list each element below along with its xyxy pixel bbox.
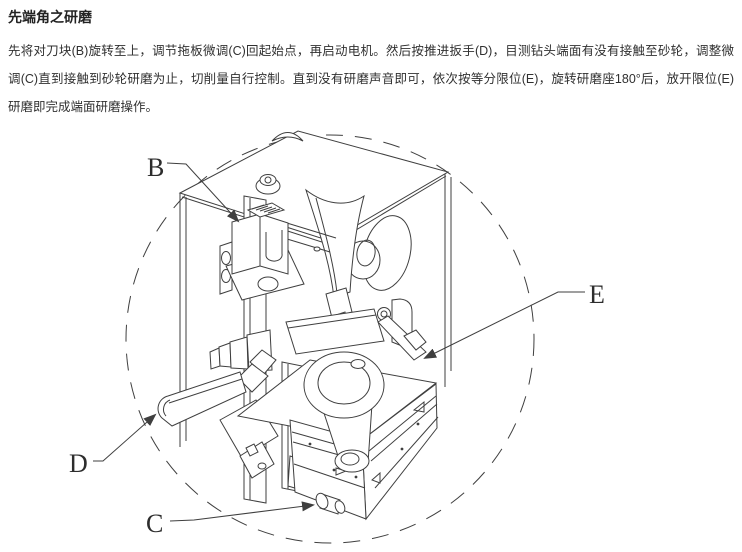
instruction-paragraph: 先将对刀块(B)旋转至上，调节拖板微调(C)回起始点，再启动电机。然后按推进扳手… xyxy=(8,44,734,114)
grinding-wheel xyxy=(346,211,419,296)
grinding-seat-plate xyxy=(286,299,426,360)
grinding-seat-cylinder xyxy=(304,352,384,472)
label-c: C xyxy=(146,509,163,538)
label-e: E xyxy=(589,280,605,309)
page-title: 先端角之研磨 xyxy=(8,9,92,25)
leader-lines xyxy=(93,163,585,521)
leader-b xyxy=(167,163,240,223)
wheel-guard-top xyxy=(272,133,303,142)
label-b: B xyxy=(147,153,164,182)
detail-circle xyxy=(126,135,534,543)
leader-c xyxy=(170,501,315,521)
leader-d xyxy=(93,413,157,461)
feed-handle-d xyxy=(158,372,246,426)
leader-e xyxy=(423,292,585,359)
fine-adjust-knob-c xyxy=(314,492,347,515)
instruction-text-block: 先端角之研磨 先将对刀块(B)旋转至上，调节拖板微调(C)回起始点，再启动电机。… xyxy=(0,0,742,121)
diagram-labels: B C D E xyxy=(69,153,605,538)
label-d: D xyxy=(69,449,88,478)
tool-setting-block-b xyxy=(220,203,304,300)
